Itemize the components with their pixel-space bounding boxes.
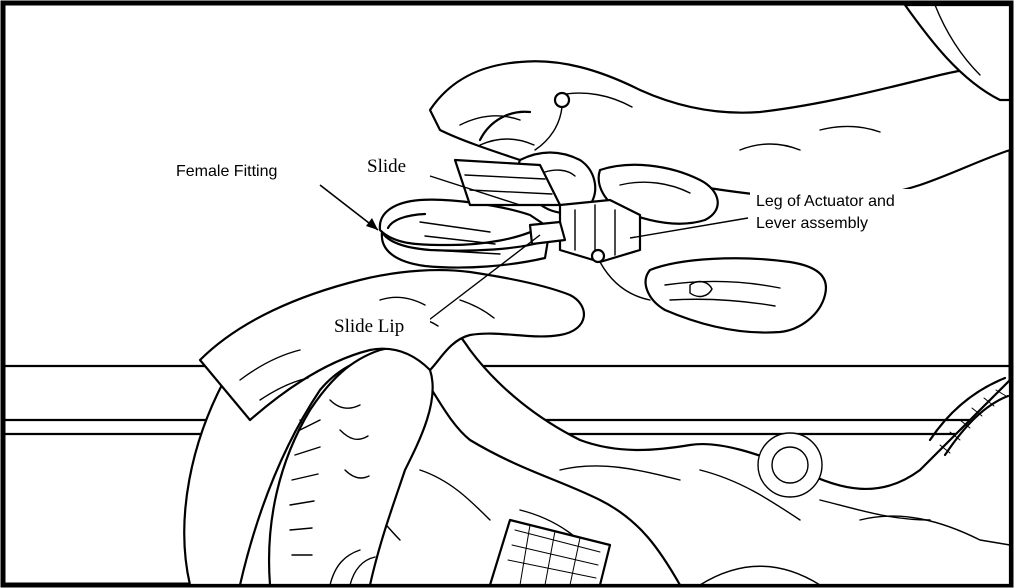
label-leg-line1: Leg of Actuator and xyxy=(756,193,895,210)
label-slide: Slide xyxy=(367,156,406,177)
label-female-fitting: Female Fitting xyxy=(176,163,277,180)
female-fitting-arrowhead xyxy=(366,218,378,230)
label-leg-line2: Lever assembly xyxy=(756,215,868,232)
label-slide-lip: Slide Lip xyxy=(334,316,404,337)
